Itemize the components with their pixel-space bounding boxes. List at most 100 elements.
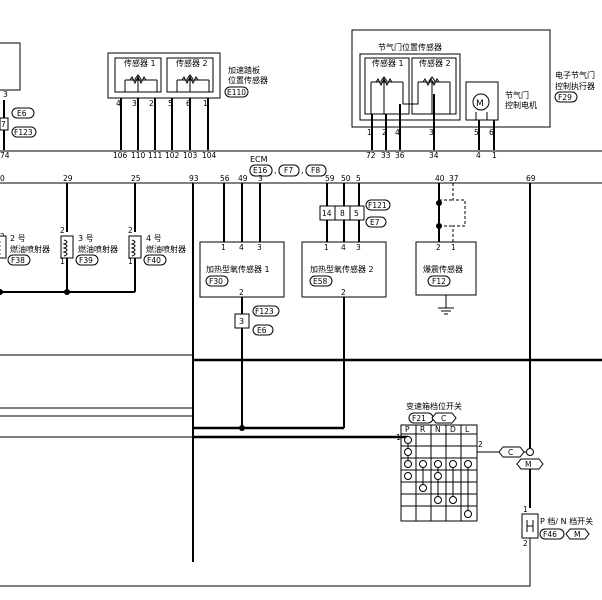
accel-title-line1: 加速踏板 bbox=[228, 65, 260, 75]
injector-3: 2 1 3 号 燃油喷射器 F39 bbox=[60, 226, 118, 266]
svg-text:37: 37 bbox=[449, 174, 459, 183]
svg-text:2: 2 bbox=[382, 128, 387, 137]
knock-sensor-connector: F12 bbox=[432, 277, 446, 286]
svg-text:2: 2 bbox=[239, 288, 244, 297]
svg-text:3: 3 bbox=[356, 243, 361, 252]
svg-text:2: 2 bbox=[60, 226, 65, 235]
actuator-connector: F29 bbox=[558, 93, 572, 102]
svg-text:40: 40 bbox=[435, 174, 445, 183]
throttle-group-title: 节气门位置传感器 bbox=[378, 42, 442, 52]
range-switch-columns: P R N D L bbox=[405, 425, 470, 434]
left-conn-e6: E6 bbox=[17, 109, 27, 118]
svg-text:59: 59 bbox=[325, 174, 335, 183]
svg-text:1: 1 bbox=[492, 151, 497, 160]
svg-text:4: 4 bbox=[116, 99, 121, 108]
main-wires bbox=[0, 183, 602, 587]
svg-text:,: , bbox=[301, 166, 304, 175]
svg-text:29: 29 bbox=[63, 174, 73, 183]
svg-text:燃油喷射器: 燃油喷射器 bbox=[78, 244, 118, 254]
svg-text:C: C bbox=[441, 414, 446, 423]
svg-text:1: 1 bbox=[221, 243, 226, 252]
motor-label-line1: 节气门 bbox=[505, 90, 529, 100]
svg-text:34: 34 bbox=[429, 151, 439, 160]
svg-text:D: D bbox=[450, 425, 456, 434]
svg-text:1: 1 bbox=[128, 257, 133, 266]
svg-text:49: 49 bbox=[238, 174, 248, 183]
actuator-label-line1: 电子节气门 bbox=[555, 70, 595, 80]
left-pin-bottom: 74 bbox=[0, 151, 10, 160]
knock-sensor-label: 爆震传感器 bbox=[423, 264, 463, 274]
injector-2-symbol bbox=[0, 235, 7, 259]
throttle-sensor1-label: 传感器 1 bbox=[372, 58, 404, 68]
svg-text:1: 1 bbox=[523, 505, 528, 514]
left-conn-f123: F123 bbox=[14, 128, 33, 137]
svg-text:106: 106 bbox=[113, 151, 128, 160]
svg-text:E7: E7 bbox=[370, 218, 380, 227]
range-switch-contacts bbox=[404, 436, 472, 518]
svg-text:P: P bbox=[405, 425, 410, 434]
electric-throttle-actuator: 节气门位置传感器 传感器 1 传感器 2 M 节气门 控制电机 电子节气门 控制… bbox=[351, 29, 595, 160]
accel-pedal-sensor: 传感器 1 传感器 2 加速踏板 位置传感器 E110 4 3 2 5 6 1 … bbox=[107, 52, 268, 160]
o2-sensor2-label: 加热型氧传感器 2 bbox=[310, 264, 374, 274]
svg-text:,: , bbox=[274, 166, 277, 175]
svg-text:110: 110 bbox=[131, 151, 146, 160]
injector-2: 2 1 2 号 燃油喷射器 F38 bbox=[0, 232, 50, 266]
svg-text:L: L bbox=[465, 425, 470, 434]
svg-text:6: 6 bbox=[186, 99, 191, 108]
svg-text:5: 5 bbox=[474, 128, 479, 137]
svg-text:102: 102 bbox=[165, 151, 180, 160]
svg-text:4 号: 4 号 bbox=[146, 234, 162, 243]
svg-text:14: 14 bbox=[322, 209, 332, 218]
svg-text:25: 25 bbox=[131, 174, 141, 183]
heated-o2-sensor-2: 14 8 5 F121 E7 1 4 3 加热型氧传感器 2 E58 2 bbox=[301, 183, 391, 428]
accel-connector: E110 bbox=[227, 88, 246, 97]
ecm-connector-f7: F7 bbox=[284, 166, 293, 175]
svg-text:燃油喷射器: 燃油喷射器 bbox=[10, 244, 50, 254]
svg-text:1: 1 bbox=[367, 128, 372, 137]
svg-text:2 号: 2 号 bbox=[10, 234, 26, 243]
svg-text:2: 2 bbox=[436, 243, 441, 252]
accel-title-line2: 位置传感器 bbox=[228, 75, 268, 85]
svg-text:36: 36 bbox=[395, 151, 405, 160]
svg-text:E6: E6 bbox=[257, 326, 267, 335]
svg-text:3: 3 bbox=[132, 99, 137, 108]
svg-text:2: 2 bbox=[128, 226, 133, 235]
svg-text:F121: F121 bbox=[368, 201, 387, 210]
svg-text:4: 4 bbox=[395, 128, 400, 137]
svg-text:104: 104 bbox=[202, 151, 217, 160]
svg-text:8: 8 bbox=[340, 209, 345, 218]
accel-ecm-pins: 106 110 111 102 103 104 bbox=[113, 151, 217, 160]
svg-text:111: 111 bbox=[148, 151, 163, 160]
svg-text:F123: F123 bbox=[255, 307, 274, 316]
svg-text:5: 5 bbox=[168, 99, 173, 108]
motor-label-line2: 控制电机 bbox=[505, 100, 537, 110]
svg-text:3: 3 bbox=[257, 243, 262, 252]
svg-text:F39: F39 bbox=[79, 256, 93, 265]
svg-text:1: 1 bbox=[203, 99, 208, 108]
knock-sensor: 2 1 爆震传感器 F12 bbox=[415, 183, 477, 315]
svg-text:4: 4 bbox=[239, 243, 244, 252]
svg-text:1: 1 bbox=[60, 257, 65, 266]
svg-text:3: 3 bbox=[429, 128, 434, 137]
svg-text:F38: F38 bbox=[11, 256, 25, 265]
svg-text:3: 3 bbox=[239, 317, 244, 326]
svg-text:5: 5 bbox=[354, 209, 359, 218]
accel-sensor1-label: 传感器 1 bbox=[124, 58, 156, 68]
svg-text:2: 2 bbox=[149, 99, 154, 108]
svg-text:0: 0 bbox=[0, 174, 5, 183]
svg-text:4: 4 bbox=[341, 243, 346, 252]
svg-text:F40: F40 bbox=[147, 256, 161, 265]
svg-text:6: 6 bbox=[489, 128, 494, 137]
svg-text:4: 4 bbox=[476, 151, 481, 160]
left-pin-mid: 7 bbox=[1, 120, 6, 129]
svg-text:56: 56 bbox=[220, 174, 230, 183]
pn-position-switch: 1 2 P 档/ N 档开关 F46 M bbox=[521, 505, 593, 548]
motor-symbol: M bbox=[476, 99, 484, 109]
actuator-label-line2: 控制执行器 bbox=[555, 81, 595, 91]
svg-text:3: 3 bbox=[258, 174, 263, 183]
left-component: 3 7 E6 F123 74 bbox=[0, 42, 37, 160]
ecm-bottom-pins: 0 29 25 93 56 49 3 59 50 5 40 37 69 bbox=[0, 174, 536, 183]
o2-sensor1-label: 加热型氧传感器 1 bbox=[206, 264, 270, 274]
svg-text:1: 1 bbox=[324, 243, 329, 252]
